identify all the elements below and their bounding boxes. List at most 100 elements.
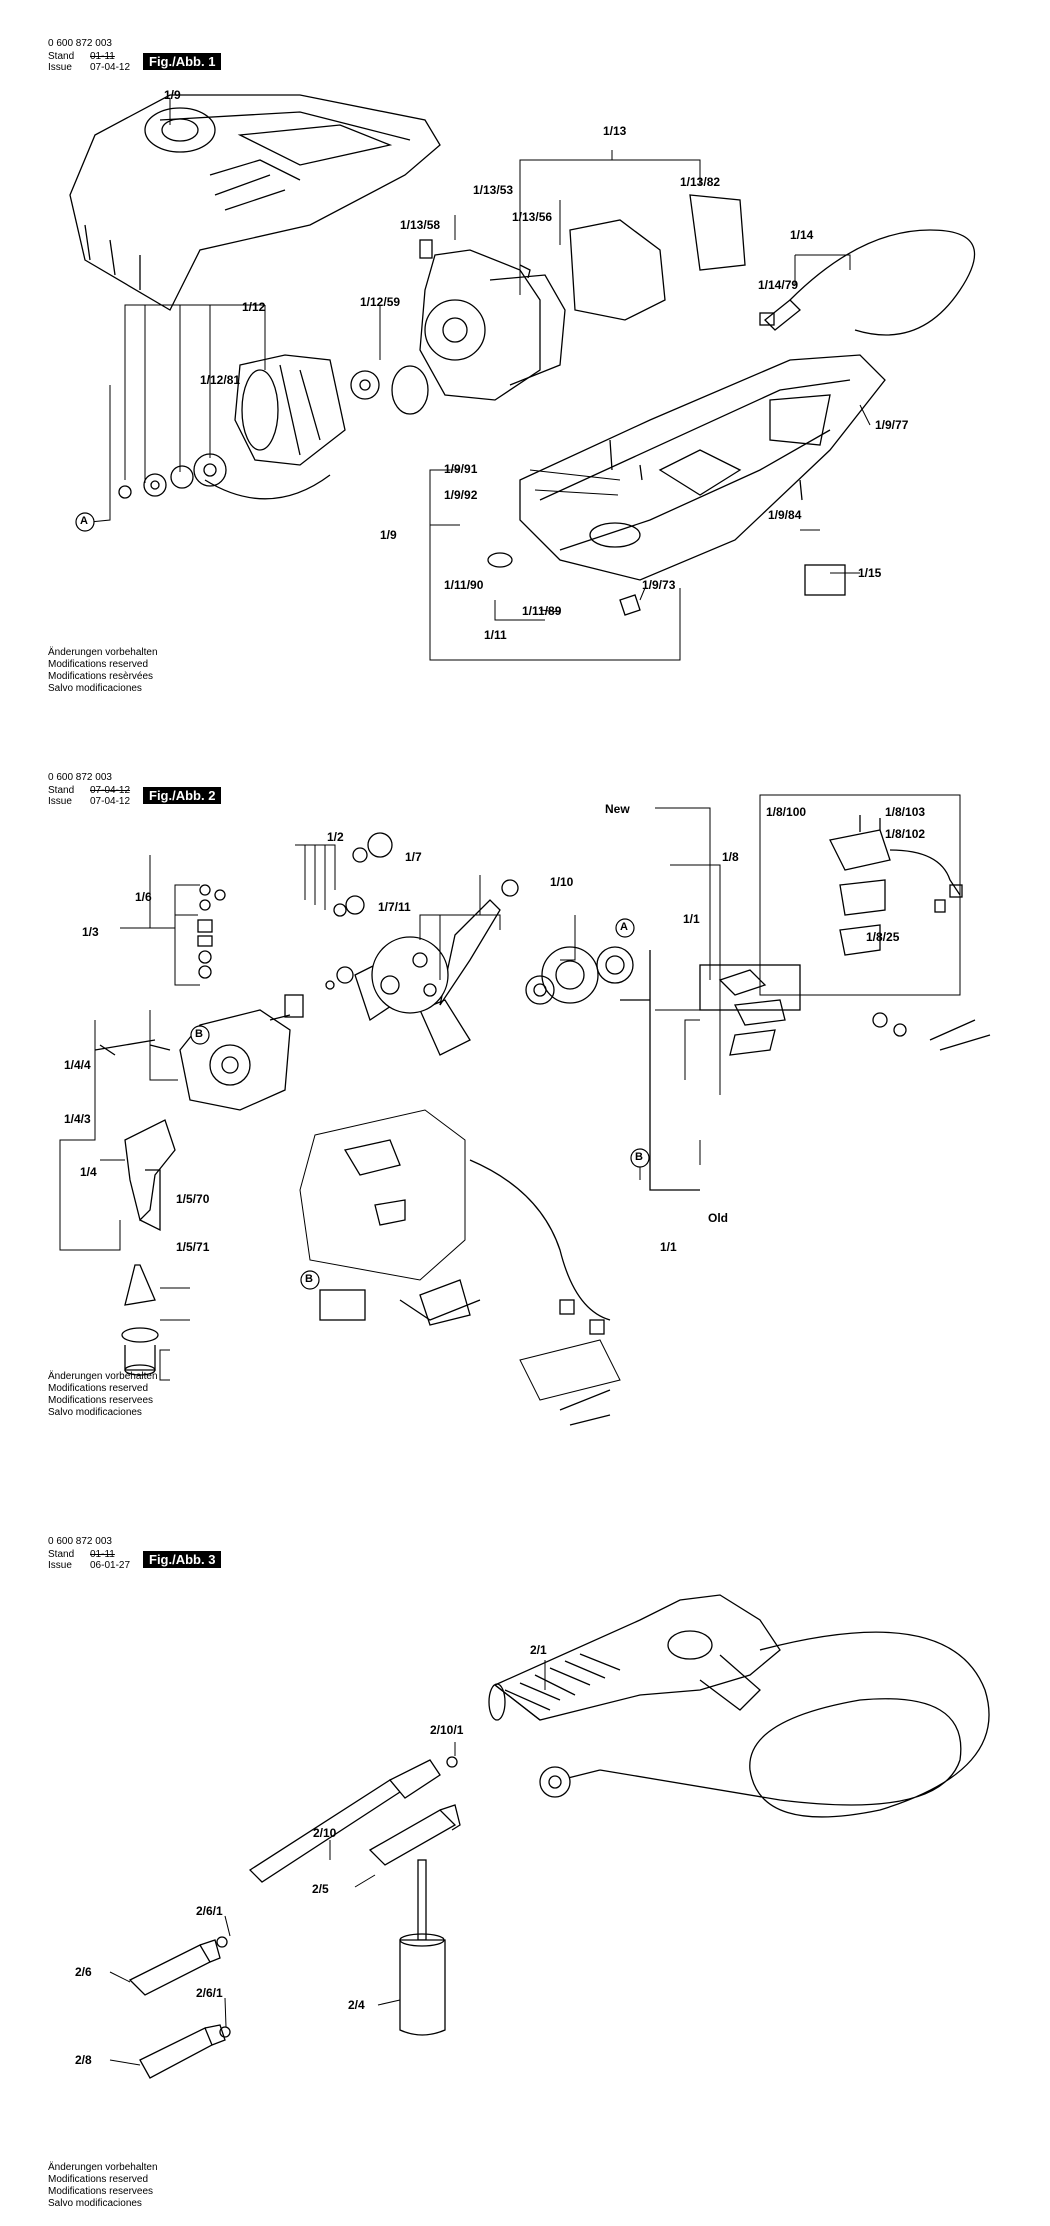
figure-tag: Fig./Abb. 3 (143, 1551, 222, 1568)
label-1-13: 1/13 (603, 124, 627, 138)
leader-lines (89, 98, 871, 661)
label-2-1: 2/1 (530, 1643, 547, 1657)
stand-label: Stand (48, 1549, 75, 1560)
part-number: 0 600 872 003 (48, 38, 112, 49)
valve-stack (197, 884, 226, 979)
label-1-12: 1/12 (242, 300, 266, 314)
label-1-4-4: 1/4/4 (64, 1058, 91, 1072)
note-line: Modifications reserved (48, 2174, 149, 2185)
motor-unit (419, 194, 746, 401)
figure-2: 0 600 872 003 Stand Issue 07-04-12 07-04… (0, 720, 1050, 1480)
exploded-view-2 (59, 794, 991, 1426)
figure-1: 0 600 872 003 Stand Issue 01-11 07-04-12… (0, 0, 1050, 720)
label-1-9: 1/9 (164, 88, 181, 102)
base-housing (487, 354, 886, 616)
label-2-4: 2/4 (348, 1998, 365, 2012)
pump-head (94, 994, 304, 1111)
label-1-13-58: 1/13/58 (400, 218, 441, 232)
label-1-8-102: 1/8/102 (885, 827, 926, 841)
foam-nozzle (368, 1804, 461, 2036)
pressure-switch-new (759, 794, 963, 996)
note-line: Änderungen vorbehalten (48, 2162, 158, 2173)
label-2-8: 2/8 (75, 2053, 92, 2067)
label-1-4: 1/4 (80, 1165, 97, 1179)
label-1-9-84: 1/9/84 (768, 508, 802, 522)
note-line: Änderungen vorbehalten (48, 647, 158, 658)
hose (539, 1631, 990, 1818)
label-1-9-92: 1/9/92 (444, 488, 478, 502)
label-1-7: 1/7 (405, 850, 422, 864)
exploded-view-3 (109, 1594, 990, 2079)
piston-assembly (325, 832, 519, 1056)
label-old: Old (708, 1211, 728, 1225)
exploded-view-1 (69, 94, 976, 661)
note-line: Salvo modificaciones (48, 1407, 142, 1418)
label-1-8-103: 1/8/103 (885, 805, 926, 819)
issue-label: Issue (48, 1560, 72, 1571)
label-1-1-old: 1/1 (660, 1240, 677, 1254)
label-1-12-81: 1/12/81 (200, 373, 241, 387)
note-line: Modifications reservees (48, 1395, 154, 1406)
note-line: Salvo modificaciones (48, 683, 142, 694)
label-2-5: 2/5 (312, 1882, 329, 1896)
label-1-10: 1/10 (550, 875, 574, 889)
spray-gun (488, 1594, 781, 1721)
label-2-6: 2/6 (75, 1965, 92, 1979)
label-1-3: 1/3 (82, 925, 99, 939)
label-1-5-71: 1/5/71 (176, 1240, 210, 1254)
label-2-6-1b: 2/6/1 (196, 1986, 223, 2000)
lance (248, 1756, 458, 1883)
label-1-8: 1/8 (722, 850, 739, 864)
note-line: Modifications reservees (48, 2186, 154, 2197)
note-line: Modifications reserved (48, 659, 149, 670)
notes-2: Änderungen vorbehalten Modifications res… (48, 1371, 158, 1419)
label-1-9-base: 1/9 (380, 528, 397, 542)
label-1-14: 1/14 (790, 228, 814, 242)
notes-1: Änderungen vorbehalten Modifications res… (48, 647, 158, 695)
stand-value: 01-11 (90, 1549, 115, 1560)
label-b: B (635, 1151, 643, 1163)
label-1-1-new: 1/1 (683, 912, 700, 926)
label-2-10-1: 2/10/1 (430, 1723, 464, 1737)
nozzle-2-6 (128, 1936, 228, 1996)
label-a: A (80, 515, 88, 527)
part-number: 0 600 872 003 (48, 772, 112, 783)
leader-lines (109, 1660, 546, 2066)
label-b: B (305, 1273, 313, 1285)
stand-label: Stand (48, 785, 75, 796)
label-1-7-11: 1/7/11 (378, 900, 411, 914)
label-1-15: 1/15 (858, 566, 882, 580)
power-cable (759, 229, 976, 336)
label-a: A (620, 921, 628, 933)
label-1-11-89: 1/11/89 (522, 604, 562, 618)
label-1-11: 1/11 (484, 628, 507, 642)
figure-tag: Fig./Abb. 2 (143, 787, 222, 804)
issue-label: Issue (48, 796, 72, 807)
label-1-4-3: 1/4/3 (64, 1112, 91, 1126)
figure-tag: Fig./Abb. 1 (143, 53, 222, 70)
stand-label: Stand (48, 51, 75, 62)
pressure-switch-old (620, 950, 991, 1191)
label-b: B (195, 1028, 203, 1040)
label-new: New (605, 802, 630, 816)
label-1-8-100: 1/8/100 (766, 805, 807, 819)
note-line: Änderungen vorbehalten (48, 1371, 158, 1382)
label-1-14-79: 1/14/79 (758, 278, 799, 292)
note-line: Modifications reserved (48, 1383, 149, 1394)
label-2-10: 2/10 (313, 1826, 337, 1840)
stand-value: 07-04-12 (90, 785, 131, 796)
notes-3: Änderungen vorbehalten Modifications res… (48, 2162, 158, 2210)
part-number: 0 600 872 003 (48, 1536, 112, 1547)
label-1-13-53: 1/13/53 (473, 183, 514, 197)
stand-value: 01-11 (90, 51, 115, 62)
leader-lines (59, 807, 761, 1381)
pump-housing (118, 354, 429, 500)
label-1-5-70: 1/5/70 (176, 1192, 210, 1206)
label-1-12-59: 1/12/59 (360, 295, 401, 309)
label-1-2: 1/2 (327, 830, 344, 844)
label-1-9-77: 1/9/77 (875, 418, 909, 432)
label-1-6: 1/6 (135, 890, 152, 904)
note-line: Modifications resèrvées (48, 671, 154, 682)
label-1-13-56: 1/13/56 (512, 210, 553, 224)
seal-rings (525, 946, 634, 1005)
